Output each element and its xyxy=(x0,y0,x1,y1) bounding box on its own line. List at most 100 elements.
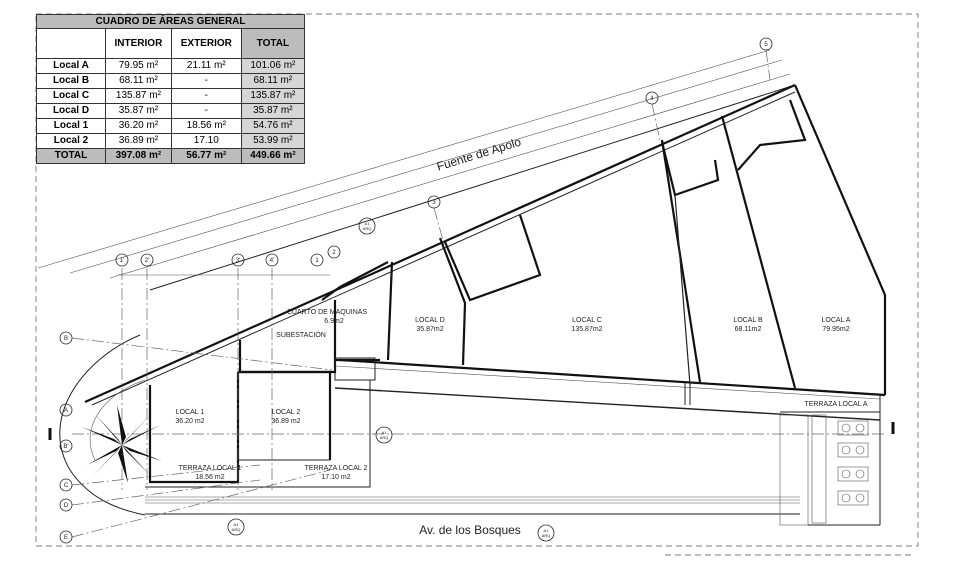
svg-text:ARQ: ARQ xyxy=(380,435,389,440)
total-total: 449.66 m² xyxy=(240,148,306,164)
table-row: Local 1 36.20 m² 18.56 m² 54.76 m² xyxy=(36,118,306,134)
table-title: CUADRO DE ÁREAS GENERAL xyxy=(36,14,305,29)
axis-bubble-4: 4 xyxy=(645,91,659,105)
svg-text:1: 1 xyxy=(315,258,319,264)
wall-local-2 xyxy=(238,370,332,460)
axis-line-e xyxy=(71,469,331,538)
axis-bubble-c: C xyxy=(59,478,73,492)
corridor-inner xyxy=(334,365,881,400)
cell-total: 35.87 m² xyxy=(240,103,306,119)
svg-text:2': 2' xyxy=(145,258,149,264)
room-subestacion: SUBESTACIÓN xyxy=(276,330,326,339)
wall-local-d-c xyxy=(438,237,467,366)
wall-local-1 xyxy=(148,372,240,484)
axis-bubble-b: B xyxy=(59,331,73,345)
svg-text:2: 2 xyxy=(332,250,336,256)
street-bottom: Av. de los Bosques xyxy=(419,523,521,537)
property-line-3 xyxy=(109,73,791,279)
svg-text:A1: A1 xyxy=(234,522,240,527)
table-row: Local A 79.95 m² 21.11 m² 101.06 m² xyxy=(36,58,306,74)
wall-local-b-inner xyxy=(660,141,720,197)
total-exterior: 56.77 m² xyxy=(170,148,242,164)
building-right-wall xyxy=(793,84,887,395)
room-terraza-local-2-name: TERRAZA LOCAL 2 xyxy=(305,465,368,472)
svg-text:5: 5 xyxy=(764,42,768,48)
building-diagonal-wall xyxy=(84,83,796,404)
property-line-4 xyxy=(149,84,796,291)
street-top: Fuente de Apolo xyxy=(435,135,523,174)
total-name: TOTAL xyxy=(36,148,106,164)
room-terraza-local-1-area: 18.56 m2 xyxy=(195,474,224,481)
tables xyxy=(837,420,869,506)
svg-text:B: B xyxy=(64,336,68,342)
header-blank xyxy=(36,28,106,59)
svg-text:ARQ: ARQ xyxy=(363,226,372,231)
cell-exterior: 18.56 m² xyxy=(170,118,242,134)
svg-text:D: D xyxy=(64,503,69,509)
wall-local-c-inner xyxy=(443,214,542,302)
cell-total: 54.76 m² xyxy=(240,118,306,134)
property-line-1 xyxy=(37,49,771,269)
cell-exterior: 21.11 m² xyxy=(170,58,242,74)
room-local-1-area: 36.20 m2 xyxy=(175,418,204,425)
axis-bubble-b-prime: B' xyxy=(59,439,73,453)
cell-interior: 68.11 m² xyxy=(105,73,172,89)
curved-west-end-inner xyxy=(89,379,146,461)
cell-total: 135.87 m² xyxy=(240,88,306,104)
svg-text:ARQ: ARQ xyxy=(232,527,241,532)
svg-text:4: 4 xyxy=(650,96,654,102)
room-cuarto-maquinas-area: 6.9m2 xyxy=(324,318,344,325)
axis-bubble-d: D xyxy=(59,498,73,512)
wall-local-d-left xyxy=(386,261,394,361)
axis-line-3 xyxy=(433,207,445,245)
axis-bubble-3: 3 xyxy=(427,195,441,209)
axis-bubble-1p: 1' xyxy=(115,253,129,267)
total-interior: 397.08 m² xyxy=(105,148,172,164)
row-name: Local 1 xyxy=(36,118,106,134)
room-local-d-name: LOCAL D xyxy=(415,317,445,324)
cell-exterior: 17.10 xyxy=(170,133,242,149)
axis-bubble-a: A xyxy=(59,403,73,417)
property-line-2 xyxy=(69,59,783,274)
room-terraza-local-1-name: TERRAZA LOCAL 1 xyxy=(179,465,242,472)
room-local-d-area: 35.87m2 xyxy=(416,326,443,333)
axis-line-4 xyxy=(651,103,661,141)
cell-interior: 135.87 m² xyxy=(105,88,172,104)
wall-local-a-inner xyxy=(737,99,807,171)
svg-text:A1: A1 xyxy=(544,528,550,533)
table-total-row: TOTAL 397.08 m² 56.77 m² 449.66 m² xyxy=(36,148,306,164)
table-row: Local B 68.11 m² - 68.11 m² xyxy=(36,73,306,89)
axis-bubble-2p: 2' xyxy=(140,253,154,267)
cell-exterior: - xyxy=(170,73,242,89)
cell-total: 101.06 m² xyxy=(240,58,306,74)
room-terraza-local-2-area: 17.10 m2 xyxy=(321,474,350,481)
room-local-c-area: 135.87m2 xyxy=(571,326,602,333)
corridor-bottom xyxy=(334,387,881,421)
row-name: Local D xyxy=(36,103,106,119)
table-row: Local C 135.87 m² - 135.87 m² xyxy=(36,88,306,104)
svg-text:ARQ: ARQ xyxy=(542,533,551,538)
room-local-2-name: LOCAL 2 xyxy=(272,409,301,416)
room-cuarto-maquinas-name: CUARTO DE MAQUINAS xyxy=(287,309,368,316)
room-local-c-name: LOCAL C xyxy=(572,317,602,324)
wall-local-b-a xyxy=(720,115,797,389)
svg-text:A1: A1 xyxy=(365,221,371,226)
terraza-outline xyxy=(145,380,371,488)
svg-text:E: E xyxy=(64,535,68,541)
axis-bubble-e: E xyxy=(59,530,73,544)
room-local-a-name: LOCAL A xyxy=(822,317,851,324)
row-name: Local 2 xyxy=(36,133,106,149)
room-local-a-area: 79.95m2 xyxy=(822,326,849,333)
curved-west-end xyxy=(59,334,146,516)
room-local-b-area: 68.11m2 xyxy=(735,326,762,333)
svg-text:B': B' xyxy=(63,444,68,450)
planter-column xyxy=(811,414,827,524)
cell-interior: 36.89 m² xyxy=(105,133,172,149)
ramp xyxy=(779,414,809,526)
svg-text:1': 1' xyxy=(120,258,124,264)
